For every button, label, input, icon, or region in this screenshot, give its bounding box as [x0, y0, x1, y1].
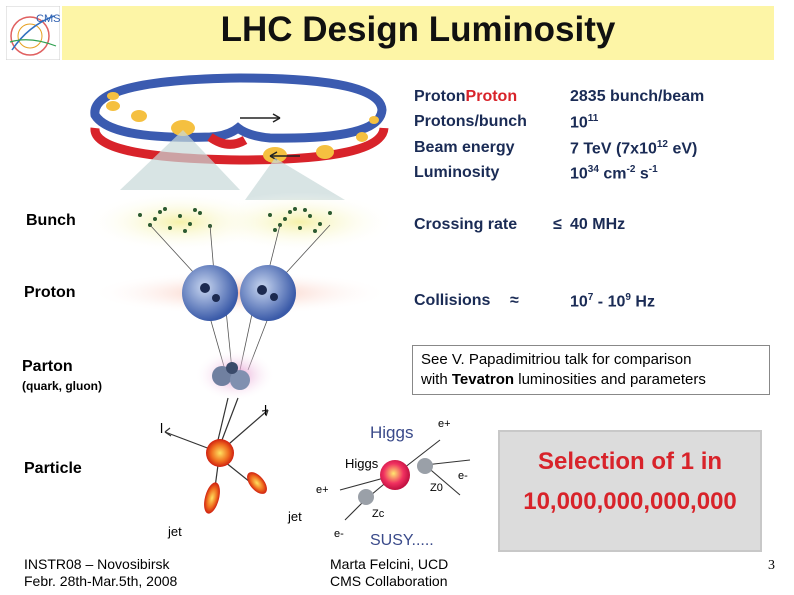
param-crossing-symbol: ≤ [553, 216, 562, 233]
footer-conference: INSTR08 – Novosibirsk [24, 556, 170, 572]
footer-center: Marta Felcini, UCD CMS Collaboration [330, 556, 448, 590]
eplus-top-label: e+ [438, 418, 451, 430]
label-parton-sub: (quark, gluon) [22, 379, 102, 393]
page-number: 3 [768, 558, 775, 573]
note-line-2: with Tevatron luminosities and parameter… [421, 371, 706, 388]
param-protons-bunch-key: Protons/bunch [414, 113, 527, 130]
eminus-right-label: e- [458, 470, 468, 482]
zc-label: Zc [372, 508, 385, 520]
param-crossing-key: Crossing rate [414, 216, 518, 233]
susy-label: SUSY..... [370, 532, 434, 549]
lepton-label-right: l [264, 402, 268, 418]
slide-title: LHC Design Luminosity [220, 10, 616, 49]
cms-logo: CMS [6, 6, 60, 60]
param-beam-energy-key: Beam energy [414, 139, 515, 156]
lhc-diagram [85, 73, 471, 521]
footer-dates: Febr. 28th-Mar.5th, 2008 [24, 573, 178, 589]
svg-text:CMS: CMS [36, 13, 60, 25]
title-bar [62, 6, 774, 60]
selection-line-2: 10,000,000,000,000 [523, 488, 737, 515]
note-line-1: See V. Papadimitriou talk for comparison [421, 351, 692, 368]
label-particle: Particle [24, 460, 82, 477]
lhc-ring [90, 73, 389, 165]
selection-line-1: Selection of 1 in [537, 448, 723, 475]
eminus-bottom-label: e- [334, 528, 344, 540]
footer-collaboration: CMS Collaboration [330, 573, 448, 589]
comparison-note: See V. Papadimitriou talk for comparison… [412, 345, 770, 395]
param-collisions-value: 107 - 109 Hz [570, 292, 655, 311]
eplus-left-label: e+ [316, 484, 329, 496]
jet-label-left: jet [168, 524, 182, 539]
z0-label: Z0 [430, 482, 443, 494]
param-bunch-value: 2835 bunch/beam [570, 88, 705, 105]
param-collisions-symbol: ≈ [510, 292, 519, 309]
footer-author: Marta Felcini, UCD [330, 556, 449, 572]
param-luminosity-value: 1034 cm-2 s-1 [570, 164, 658, 183]
label-parton: Parton [22, 358, 73, 375]
lepton-label-left: l [160, 420, 164, 436]
jet-label-right: jet [288, 509, 302, 524]
higgs-label: Higgs [345, 456, 379, 471]
param-proton-proton: ProtonProton [414, 88, 518, 105]
selection-box [498, 430, 762, 552]
param-protons-bunch-value: 1011 [570, 113, 599, 132]
param-luminosity-key: Luminosity [414, 164, 500, 181]
param-collisions-key: Collisions [414, 292, 491, 309]
higgs-heading: Higgs [370, 423, 414, 442]
param-beam-energy-value: 7 TeV (7x1012 eV) [570, 139, 698, 158]
label-bunch: Bunch [26, 212, 76, 229]
param-crossing-value: 40 MHz [570, 216, 626, 233]
footer-left: INSTR08 – Novosibirsk Febr. 28th-Mar.5th… [24, 556, 177, 590]
label-proton: Proton [24, 284, 76, 301]
